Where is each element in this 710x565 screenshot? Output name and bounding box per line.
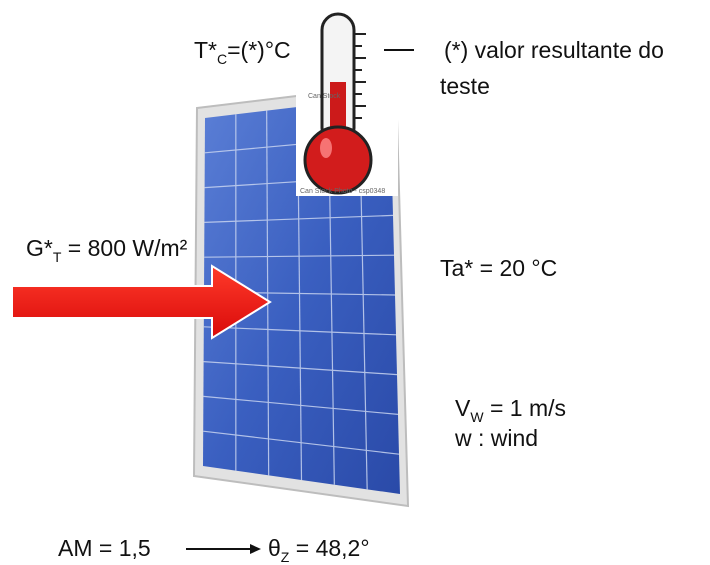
- note-line-2: teste: [440, 73, 490, 99]
- panel-grid-row: [203, 430, 400, 455]
- tc-sub: C: [217, 51, 228, 67]
- panel-grid-row: [203, 395, 399, 415]
- airmass-arrow: [186, 544, 261, 554]
- panel-grid-row: [203, 361, 398, 376]
- wind-speed-label: VW = 1 m/s: [455, 395, 567, 424]
- panel-grid-row: [203, 326, 397, 336]
- watermark-top: Can Stock: [308, 93, 341, 100]
- irradiance-sub: T: [52, 249, 62, 265]
- zenith-main: θ: [268, 535, 281, 561]
- panel-grid-row: [204, 254, 395, 258]
- irradiance-main: G*: [26, 235, 53, 261]
- zenith-sub: Z: [280, 549, 290, 565]
- thermometer-icon: [296, 0, 398, 196]
- wind-sub: W: [470, 409, 484, 425]
- irradiance-label: G*T = 800 W/m²: [26, 235, 188, 264]
- wind-note: w : wind: [455, 425, 539, 451]
- airmass-label: AM = 1,5: [58, 535, 151, 561]
- cell-temperature-label: T*C=(*)°C: [194, 37, 291, 66]
- irradiance-arrow: [11, 264, 272, 340]
- irradiance-rest: = 800 W/m²: [61, 235, 188, 261]
- zenith-angle-label: θZ = 48,2°: [268, 535, 370, 564]
- tc-rest: =(*)°C: [227, 37, 291, 63]
- panel-grid-row: [204, 214, 394, 223]
- tc-main: T*: [194, 37, 217, 63]
- note-line-1: (*) valor resultante do: [444, 37, 664, 63]
- zenith-rest: = 48,2°: [289, 535, 370, 561]
- wind-rest: = 1 m/s: [483, 395, 567, 421]
- watermark-bottom: Can Stock Photo - csp0348: [300, 188, 386, 195]
- ambient-temperature-label: Ta* = 20 °C: [440, 255, 558, 281]
- wind-main: V: [455, 395, 471, 421]
